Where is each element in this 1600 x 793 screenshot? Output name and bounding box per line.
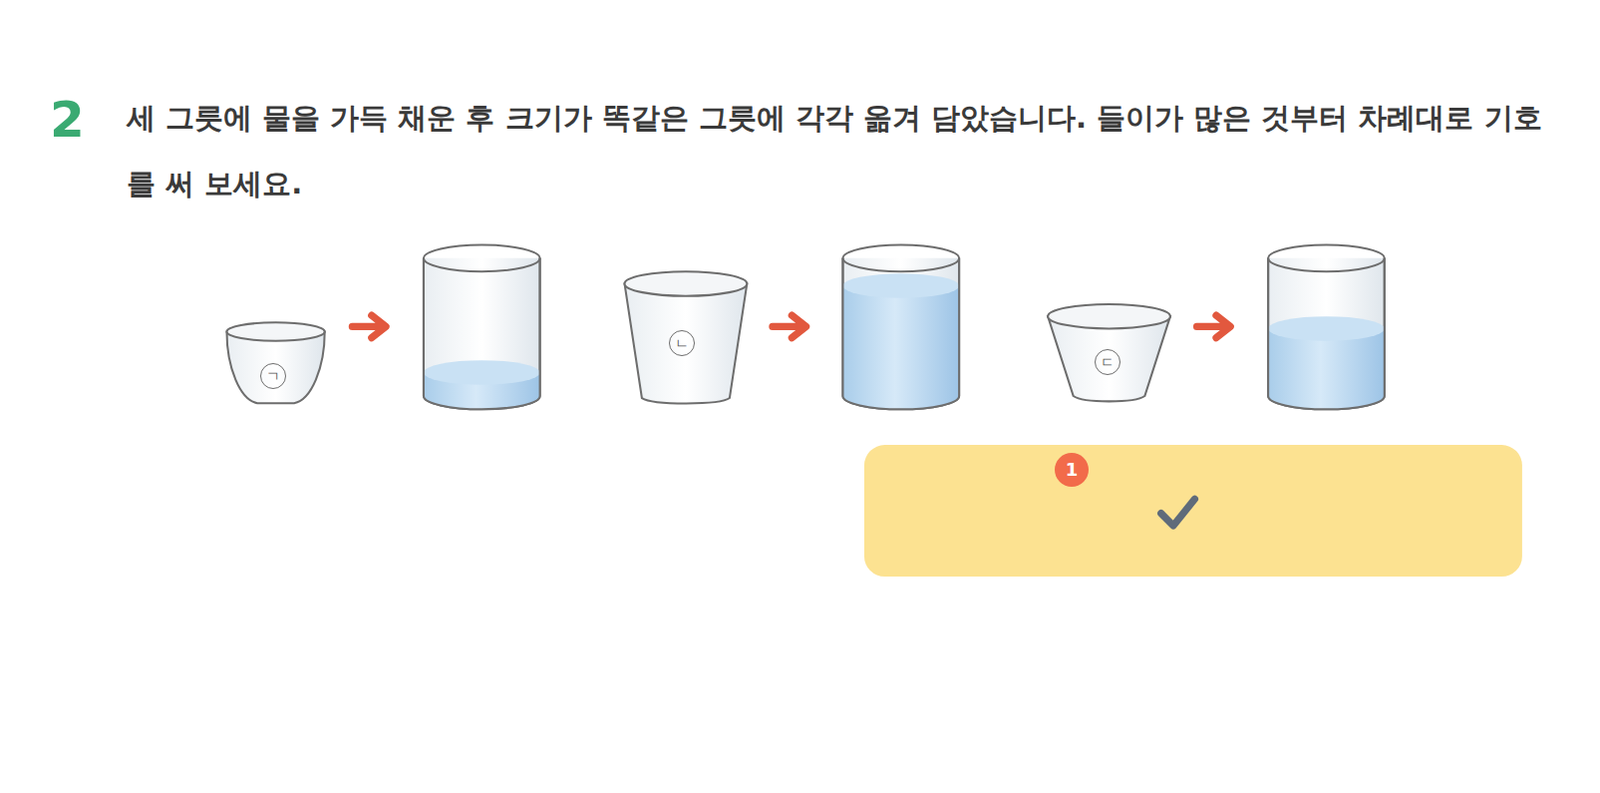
bowl-label: ㄴ	[668, 329, 695, 356]
question-number: 2	[49, 91, 85, 148]
callout-badge: 1	[1054, 452, 1089, 487]
bowl-label: ㄷ	[1094, 348, 1121, 375]
callout-number: 1	[1065, 459, 1079, 480]
question-text: 세 그릇에 물을 가득 채운 후 크기가 똑같은 그릇에 각각 옮겨 담았습니다…	[126, 84, 1543, 217]
bowl-label: ㄱ	[260, 362, 287, 389]
